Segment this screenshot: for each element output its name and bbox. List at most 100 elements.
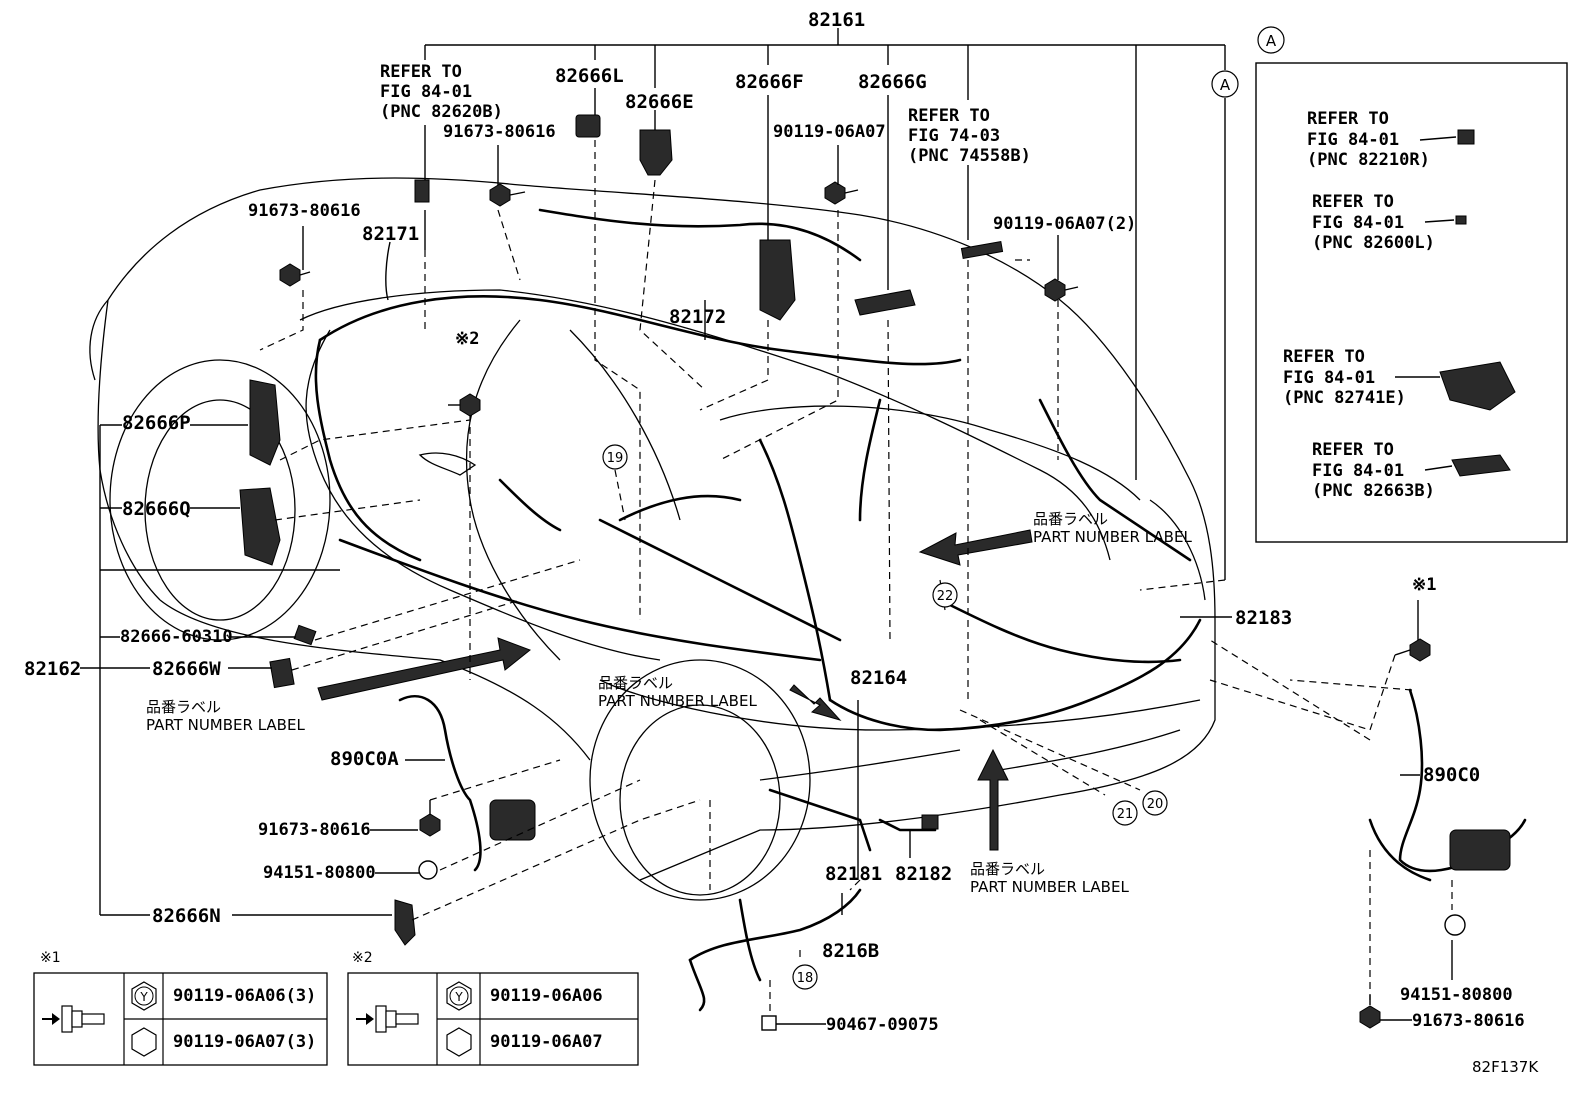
bracket-82666F (759, 239, 796, 321)
pn-label-jp-bottom: 品番ラベル (970, 860, 1045, 878)
inset-ref2-l3: (PNC 82600L) (1312, 233, 1435, 253)
dashed-guides (259, 140, 1453, 1016)
label-82172: 82172 (669, 306, 726, 328)
pn-label-jp-right: 品番ラベル (1033, 510, 1108, 528)
label-91673-b: 91673-80616 (248, 201, 361, 221)
bracket-82666E (639, 129, 673, 176)
clip-82620B (414, 179, 430, 203)
callout-a-main: A (1211, 70, 1239, 98)
ref-circle-19: 19 (602, 444, 628, 470)
inset-ref3-l2: FIG 84-01 (1283, 368, 1375, 388)
hex-y-icon: Y (446, 981, 472, 1011)
refer-82620B-line2: FIG 84-01 (380, 82, 472, 102)
bolt-icon (279, 181, 1431, 1029)
pn-label-en-mid: PART NUMBER LABEL (598, 692, 757, 710)
legend-2-row1: 90119-06A06 (490, 986, 603, 1006)
label-82666P: 82666P (122, 412, 191, 434)
label-82164: 82164 (850, 667, 907, 689)
arrow-icon (317, 637, 531, 701)
svg-text:20: 20 (1147, 797, 1164, 812)
note-mark-1: ※1 (1412, 575, 1436, 595)
label-90119-b: 90119-06A07(2) (993, 214, 1136, 234)
inset-ref3-l1: REFER TO (1283, 347, 1365, 367)
inset-ref2-l2: FIG 84-01 (1312, 213, 1404, 233)
label-82666G: 82666G (858, 71, 927, 93)
legend-1-mark: ※1 (40, 950, 61, 966)
pn-label-jp-mid: 品番ラベル (598, 674, 673, 692)
inset-ref1-l3: (PNC 82210R) (1307, 150, 1430, 170)
inset-ref1-l1: REFER TO (1307, 109, 1389, 129)
diagram-id: 82F137K (1472, 1058, 1539, 1076)
label-94151-a: 94151-80800 (263, 863, 376, 883)
inset-a: A REFER TO FIG 84-01 (PNC 82210R) REFER … (1255, 26, 1568, 543)
svg-text:A: A (1220, 76, 1231, 94)
svg-text:Y: Y (454, 990, 463, 1004)
clip-82666W (269, 657, 295, 689)
refer-74558B-line1: REFER TO (908, 106, 990, 126)
clip-82666G (854, 289, 916, 316)
legend-1-row1: 90119-06A06(3) (173, 986, 316, 1006)
inset-ref3-l3: (PNC 82741E) (1283, 388, 1406, 408)
inset-ref4-l1: REFER TO (1312, 440, 1394, 460)
label-90467: 90467-09075 (826, 1015, 939, 1035)
label-890C0: 890C0 (1423, 764, 1480, 786)
refer-82620B-line1: REFER TO (380, 62, 462, 82)
inset-ref4-l2: FIG 84-01 (1312, 461, 1404, 481)
connector-82600L (1455, 215, 1467, 225)
rear-wheel-arch (589, 659, 811, 901)
connector-82210R (1457, 129, 1475, 145)
label-82161: 82161 (808, 9, 865, 31)
pn-label-en-left: PART NUMBER LABEL (146, 716, 305, 734)
svg-text:Y: Y (139, 990, 148, 1004)
sensor-890C0A (489, 799, 536, 841)
label-90119-a: 90119-06A07 (773, 122, 886, 142)
grommet-94151-b (1444, 914, 1466, 936)
leader-lines (80, 28, 1453, 1025)
label-82181: 82181 (825, 863, 882, 885)
clip-82666-60310 (293, 624, 317, 646)
inset-a-frame (1255, 62, 1568, 543)
bolt-icon (42, 1005, 105, 1033)
label-82666E: 82666E (625, 91, 694, 113)
label-82183: 82183 (1235, 607, 1292, 629)
label-890C0A: 890C0A (330, 748, 399, 770)
hex-icon (446, 1027, 472, 1057)
circled-reference-numbers: 19 22 21 20 18 A (602, 70, 1239, 990)
bracket-82741E (1439, 361, 1516, 411)
note-mark-2: ※2 (455, 329, 479, 349)
hex-y-icon: Y (131, 981, 157, 1011)
bracket-82666N (394, 899, 416, 946)
vehicle-body-outline (89, 177, 1216, 901)
svg-text:22: 22 (937, 589, 954, 604)
svg-text:21: 21 (1117, 807, 1134, 822)
pad-74558B (960, 241, 1004, 259)
part-labels: 82161 82666L 82666E 82666F 82666G REFER … (24, 9, 1539, 1076)
refer-74558B-line3: (PNC 74558B) (908, 146, 1031, 166)
ref-circle-18: 18 (792, 964, 818, 990)
label-82171: 82171 (362, 223, 419, 245)
inset-a-marker (1257, 26, 1285, 54)
door-handle (418, 452, 477, 476)
label-82666F: 82666F (735, 71, 804, 93)
label-82666L: 82666L (555, 65, 624, 87)
pn-label-en-right: PART NUMBER LABEL (1033, 528, 1192, 546)
clip-82182 (921, 814, 939, 830)
front-wheel-arch (109, 359, 331, 641)
component-shapes (239, 114, 1516, 1031)
inset-a-label: A (1266, 32, 1277, 50)
label-91673-c: 91673-80616 (258, 820, 371, 840)
label-82182: 82182 (895, 863, 952, 885)
legend-note-1: ※1 Y 90119-06A06(3) 90119-06A07(3) (33, 950, 328, 1066)
arrow-icon (918, 529, 1033, 566)
legend-2-mark: ※2 (352, 950, 373, 966)
svg-text:18: 18 (797, 971, 814, 986)
wire-harness (314, 208, 1527, 1012)
inset-ref4-l3: (PNC 82663B) (1312, 481, 1435, 501)
legend-note-2: ※2 Y 90119-06A06 90119-06A07 (347, 950, 639, 1066)
ref-circle-21: 21 (1112, 800, 1138, 826)
refer-74558B-line2: FIG 74-03 (908, 126, 1000, 146)
legend-1-row2: 90119-06A07(3) (173, 1032, 316, 1052)
part-number-label-arrows (317, 529, 1033, 851)
arrow-icon (977, 748, 1009, 851)
label-82666Q: 82666Q (122, 498, 191, 520)
